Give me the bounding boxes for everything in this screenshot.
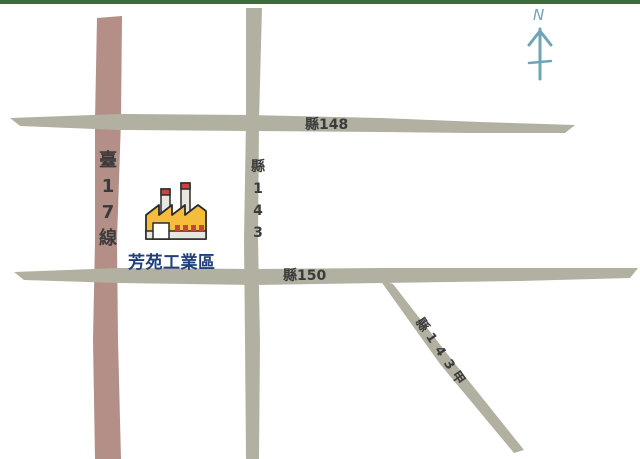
compass-north-label: N	[533, 6, 545, 24]
north-arrow-icon	[527, 27, 553, 81]
factory-icon	[145, 182, 207, 240]
county-143-label-char: 4	[253, 203, 263, 219]
highway-17-label-char: 線	[99, 228, 117, 249]
highway-17-label-char: 臺	[99, 150, 117, 171]
county-148-road	[10, 114, 575, 133]
highway-17-label-char: 1	[101, 176, 115, 197]
county-143a-road	[380, 280, 524, 453]
county-150-label: 縣150	[283, 268, 327, 284]
county-143-label: 縣 1 4 3	[248, 156, 268, 244]
highway-17-label-char: 7	[101, 202, 115, 223]
landmark-label: 芳苑工業區	[128, 253, 216, 273]
county-143-label-char: 1	[253, 181, 263, 197]
top-border	[0, 0, 640, 4]
highway-17-label: 臺 1 7 線	[98, 148, 118, 252]
county-143-label-char: 3	[253, 225, 263, 241]
county-150-road	[14, 268, 638, 285]
county-148-label: 縣148	[305, 117, 349, 133]
county-143-label-char: 縣	[251, 159, 265, 175]
